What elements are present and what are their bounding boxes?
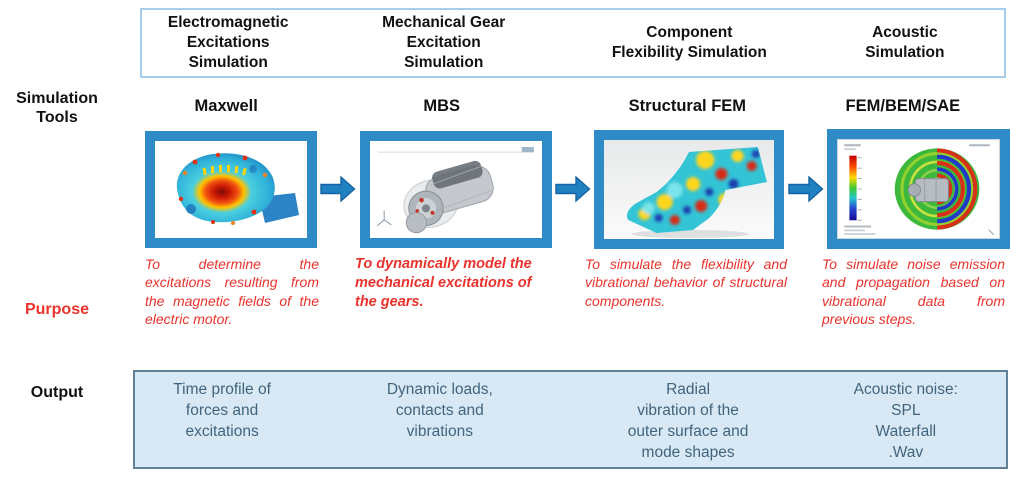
tool-names-row: Maxwell MBS Structural FEM FEM/BEM/SAE <box>140 97 1002 116</box>
output-mechanical-gear: Dynamic loads, contacts and vibrations <box>386 381 493 440</box>
simulation-images-row <box>145 128 1010 250</box>
tool-name-fem-bem-sae: FEM/BEM/SAE <box>845 97 961 115</box>
output-box: Time profile of forces and excitations D… <box>133 370 1008 469</box>
row-label-output: Output <box>30 384 84 401</box>
motor-em-plot-image <box>155 140 307 238</box>
stage-header-component-flexibility: Component Flexibility Simulation <box>611 24 767 61</box>
axis-triad-icon <box>376 210 392 226</box>
acoustic-image-frame <box>826 129 1010 249</box>
gearbox-model-image <box>369 140 542 238</box>
mbs-image-frame <box>359 130 552 248</box>
fem-mode-shape-image <box>604 139 775 239</box>
stage-header-box: Electromagnetic Excitations Simulation M… <box>140 8 1006 78</box>
tool-name-maxwell: Maxwell <box>194 97 258 115</box>
color-legend-bar <box>849 155 857 221</box>
purpose-electromagnetic: To determine the excitations resulting f… <box>145 256 319 328</box>
stage-header-electromagnetic: Electromagnetic Excitations Simulation <box>167 14 289 71</box>
output-electromagnetic: Time profile of forces and excitations <box>173 381 271 440</box>
stage-header-mechanical-gear: Mechanical Gear Excitation Simulation <box>382 14 506 71</box>
housing-mode-shapes-fem-plot <box>604 139 775 239</box>
acoustic-wave-propagation-plot <box>836 139 1000 239</box>
row-label-purpose: Purpose <box>24 301 89 318</box>
purpose-row: To determine the excitations resulting f… <box>133 255 1010 367</box>
purpose-acoustic: To simulate noise emission and propagati… <box>822 256 1005 328</box>
acoustic-plot-image <box>836 139 1000 239</box>
output-component-flexibility: Radial vibration of the outer surface an… <box>627 381 749 461</box>
flow-arrow-icon <box>787 175 824 203</box>
electromagnetic-motor-field-plot <box>155 140 307 238</box>
output-acoustic: Acoustic noise: SPL Waterfall .Wav <box>853 381 958 461</box>
tool-name-structural-fem: Structural FEM <box>628 97 747 115</box>
flow-arrow-icon <box>320 175 356 203</box>
purpose-mechanical-gear: To dynamically model the mechanical exci… <box>355 256 532 311</box>
stage-header-acoustic: Acoustic Simulation <box>865 24 945 61</box>
purpose-component-flexibility: To simulate the flexibility and vibratio… <box>585 256 787 309</box>
tool-name-mbs: MBS <box>423 97 461 115</box>
structural-fem-image-frame <box>594 129 785 249</box>
workflow-main-area: Electromagnetic Excitations Simulation M… <box>133 0 1010 483</box>
row-label-simulation-tools: Simulation Tools <box>16 90 98 127</box>
flow-arrow-icon <box>555 175 591 203</box>
maxwell-image-frame <box>145 130 317 248</box>
gearbox-multibody-model <box>369 140 542 238</box>
